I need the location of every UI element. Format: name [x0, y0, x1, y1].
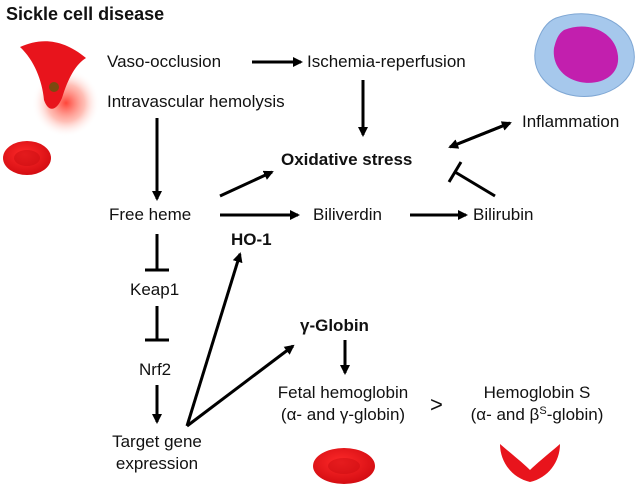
node-nrf2: Nrf2	[139, 360, 172, 379]
hemoglobin-s-line2-prefix: (α- and β	[470, 405, 540, 424]
hemoglobin-s-line1: Hemoglobin S	[483, 383, 591, 402]
arrow-target-to-ho1	[185, 252, 243, 427]
node-oxidative-stress: Oxidative stress	[281, 150, 413, 169]
node-ischemia-reperfusion: Ischemia-reperfusion	[307, 52, 466, 71]
node-hemoglobin-s: Hemoglobin S (α- and βS-globin)	[452, 383, 622, 425]
node-free-heme: Free heme	[109, 205, 192, 224]
hemoglobin-s-superscript: S	[539, 405, 547, 417]
node-ho1: HO-1	[231, 230, 272, 249]
node-fetal-hemoglobin: Fetal hemoglobin (α- and γ-globin)	[268, 383, 418, 425]
node-gamma-globin: γ-Globin	[300, 316, 369, 335]
inhibit-heme-to-keap1	[145, 234, 169, 272]
node-bilirubin: Bilirubin	[473, 205, 534, 224]
node-keap1: Keap1	[130, 280, 180, 299]
fetal-hemoglobin-line2: (α- and γ-globin)	[280, 405, 406, 424]
node-inflammation: Inflammation	[522, 112, 620, 131]
fetal-hemoglobin-line1: Fetal hemoglobin	[277, 383, 409, 402]
hemoglobin-s-line2: (α- and βS-globin)	[452, 405, 622, 425]
arrow-inflammation-to-oxidative	[448, 121, 511, 149]
arrow-heme-to-oxidative	[219, 170, 274, 198]
diagram-title: Sickle cell disease	[6, 4, 165, 24]
red-blood-cell-icon	[3, 141, 51, 175]
arrow-target-to-gamma	[186, 344, 295, 428]
inhibit-keap1-to-nrf2	[145, 306, 169, 342]
greater-than-sign: >	[430, 392, 443, 417]
node-target-gene-expression: Target gene expression	[92, 432, 222, 474]
sickle-cell-icon	[20, 41, 86, 109]
node-intravascular-hemolysis: Intravascular hemolysis	[107, 92, 285, 111]
inflammatory-cell-icon	[534, 13, 635, 97]
target-gene-line2: expression	[115, 454, 199, 473]
node-biliverdin: Biliverdin	[313, 205, 382, 224]
target-gene-line1: Target gene	[112, 432, 202, 451]
inhibit-bilirubin-to-oxidative	[447, 161, 496, 198]
hemoglobin-s-line2-suffix: -globin)	[546, 405, 604, 424]
node-vaso-occlusion: Vaso-occlusion	[107, 52, 222, 71]
sickle-cell-icon	[500, 444, 560, 482]
fetal-rbc-icon	[313, 448, 375, 484]
